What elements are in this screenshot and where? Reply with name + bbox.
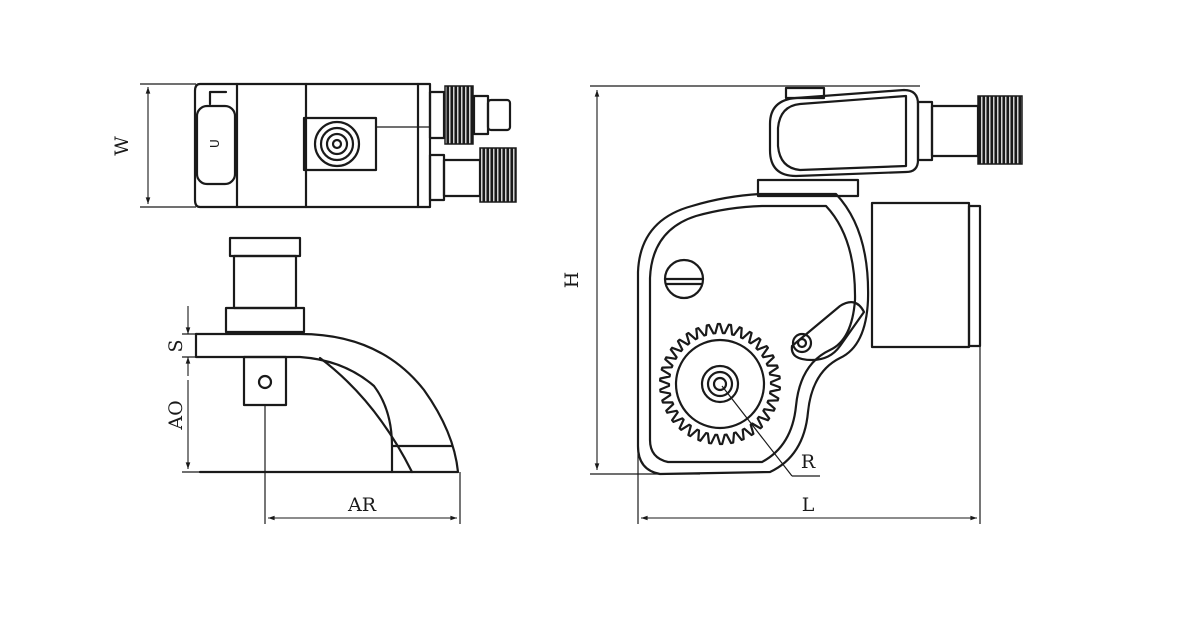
- hose-couplers-top: [428, 85, 517, 203]
- length-dimension: L: [637, 346, 981, 524]
- ao-label: AO: [165, 400, 187, 430]
- length-label: L: [802, 494, 815, 516]
- ao-dimension: AO: [165, 380, 200, 473]
- width-dimension: W: [111, 83, 196, 208]
- ar-dimension: AR: [264, 405, 461, 524]
- side-view: S AO AR: [165, 236, 461, 524]
- swivel-elbow-front: [768, 86, 1023, 178]
- height-label: H: [561, 272, 583, 289]
- top-view: W U: [111, 82, 517, 209]
- front-view: H: [561, 85, 1023, 524]
- swivel-fitting-top: [302, 116, 430, 172]
- ratchet-gear: [659, 322, 781, 446]
- radius-label: R: [801, 451, 816, 473]
- radius-leader: R: [721, 385, 820, 477]
- s-label: S: [165, 339, 187, 352]
- s-dimension: S: [165, 306, 206, 376]
- ar-label: AR: [347, 494, 377, 516]
- width-label: W: [111, 136, 133, 156]
- svg-text:U: U: [208, 139, 222, 148]
